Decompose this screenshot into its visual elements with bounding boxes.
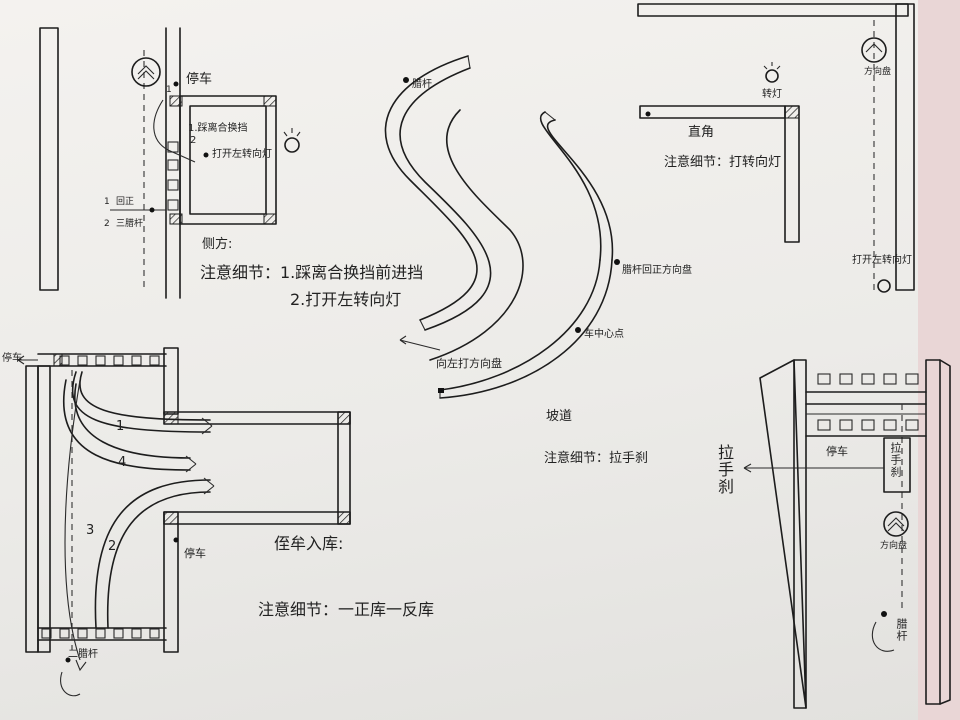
side-parking-gear-step-number: 2 <box>190 135 197 146</box>
right-turn-lightbulb-icon <box>765 69 779 83</box>
s-curve-outer-bottom <box>439 259 601 391</box>
s-curve-inner-left <box>384 55 478 321</box>
bay-parking-diagram <box>17 347 351 697</box>
s-curve-diagram <box>384 55 620 399</box>
s-curve-inner-right <box>399 67 492 331</box>
slope-post-label: 腊杆 <box>895 618 908 642</box>
bay-path-3 <box>64 379 87 672</box>
garage-bottom-wall <box>163 511 351 525</box>
side-parking-step-1-text: 回正 <box>116 197 135 207</box>
bay-parking-note: 注意细节：一正库一反库 <box>258 600 435 619</box>
slope-right-wall <box>925 359 941 705</box>
bay-stop-top-label: 停车 <box>2 353 22 364</box>
s-curve-car-center-label: 车中心点 <box>584 329 624 340</box>
top-right-top-edge <box>637 3 909 17</box>
slope-steering-icon <box>883 511 909 537</box>
bay-lane-label-2: 2 <box>108 539 117 554</box>
s-curve-entry-label: 腊杆 <box>412 79 432 90</box>
slope-handbrake-box-label: 拉手刹 <box>889 442 902 478</box>
bay-lane-label-4: 4 <box>118 455 127 470</box>
s-curve-wheel-arrow <box>399 335 441 351</box>
top-right-lightbulb-icon <box>877 279 891 293</box>
right-turn-light-label: 转灯 <box>762 89 782 100</box>
side-parking-bay <box>179 95 277 225</box>
bay-road-stop-boxes <box>41 355 160 639</box>
bay-lane-label-1: 1 <box>116 419 125 434</box>
bay-path-4 <box>63 379 191 471</box>
s-curve-outer-top-2 <box>546 119 614 261</box>
side-parking-title: 侧方: <box>202 237 233 252</box>
s-curve-center-path <box>429 109 524 361</box>
bay-stop-bottom-label: 停车 <box>184 547 206 560</box>
side-parking-signal-step: 打开左转向灯 <box>212 149 272 160</box>
bay-lane-label-3: 3 <box>86 523 95 538</box>
top-right-steering-icon <box>861 37 887 63</box>
side-parking-gear-step: 1.踩离合换挡 <box>188 123 248 134</box>
right-turn-note: 注意细节：打转向灯 <box>664 155 782 170</box>
garage-back-wall <box>337 411 351 525</box>
side-parking-stop-label: 停车 <box>186 72 213 87</box>
side-parking-marker-br <box>263 213 277 225</box>
bay-path-2 <box>94 479 211 629</box>
steering-wheel-icon <box>131 57 161 87</box>
lightbulb-icon <box>284 137 300 153</box>
slope-steering-label: 方向盘 <box>880 541 908 551</box>
slope-stop-label: 停车 <box>826 445 848 458</box>
right-turn-title: 直角 <box>688 125 715 140</box>
side-parking-path <box>153 99 196 163</box>
side-parking-note: 注意细节：1.踩离合换挡前进挡 <box>200 263 424 282</box>
slope-note: 注意细节：拉手刹 <box>544 451 649 466</box>
slope-left-wall <box>759 359 807 709</box>
s-curve-outer-bottom-2 <box>439 259 613 399</box>
slope-title: 坡道 <box>546 409 573 424</box>
right-turn-side-edge <box>784 105 800 243</box>
side-parking-step-2-text: 三腊杆 <box>116 219 144 229</box>
top-right-side-edge <box>895 3 915 291</box>
top-right-steering-label: 方向盘 <box>864 67 892 77</box>
slope-handbrake-label: 拉手刹 <box>715 444 734 495</box>
bay-turn-post-label: 二腊杆 <box>68 649 98 660</box>
slope-boxes <box>817 373 919 431</box>
s-curve-wheel-label: 向左打方向盘 <box>436 357 502 370</box>
side-parking-note-2: 2.打开左转向灯 <box>290 290 402 309</box>
bay-road-left-edge <box>25 365 39 653</box>
bay-parking-title: 侄牟入库: <box>274 534 344 553</box>
side-parking-step-2-number: 2 <box>104 219 110 229</box>
top-right-signal-label: 打开左转向灯 <box>852 255 912 266</box>
garage-top-wall <box>163 411 351 425</box>
side-parking-diagram <box>39 27 301 299</box>
side-parking-left-road-edge <box>39 27 59 291</box>
right-turn-diagram <box>639 62 800 243</box>
s-curve-straight-point-label: 腊杆回正方向盘 <box>622 265 692 276</box>
slope-diagram <box>743 359 951 709</box>
side-parking-marker-tr <box>263 95 277 107</box>
slope-handbrake-box <box>883 437 911 493</box>
side-parking-marker-tl <box>169 95 183 107</box>
side-parking-step-1-number: 1 <box>104 197 110 207</box>
side-parking-marker-bl <box>169 213 183 225</box>
side-parking-stop-marker: 1 <box>166 85 172 95</box>
top-right-diagram <box>637 3 915 293</box>
s-curve-outer-top <box>539 111 602 261</box>
bay-path-1 <box>71 371 211 433</box>
right-turn-top-edge <box>639 105 786 119</box>
